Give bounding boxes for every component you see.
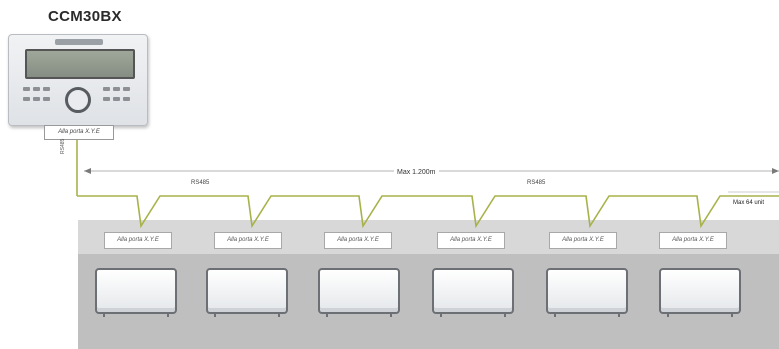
controller-port-label: Alla porta X.Y.E: [44, 125, 114, 140]
terminal-unit: [659, 268, 741, 317]
controller-dial-knob: [65, 87, 91, 113]
controller-model-title: CCM30BX: [48, 8, 122, 25]
controller-display: [25, 49, 135, 79]
controller-key: [43, 97, 50, 101]
controller-key: [43, 87, 50, 91]
terminal-unit: [95, 268, 177, 317]
unit-port-label: Alla porta X.Y.E: [324, 232, 392, 249]
controller-brand-mark: [55, 39, 103, 45]
controller-key: [123, 97, 130, 101]
controller-key: [103, 97, 110, 101]
terminal-unit: [206, 268, 288, 317]
dimension-arrow-right: [772, 168, 779, 174]
controller-key: [103, 87, 110, 91]
controller-key: [23, 97, 30, 101]
dimension-arrow-left: [84, 168, 91, 174]
controller-key: [113, 97, 120, 101]
controller-key: [113, 87, 120, 91]
max-length-label: Max 1.200m: [394, 169, 439, 176]
controller-device: [8, 34, 148, 126]
unit-port-label: Alla porta X.Y.E: [214, 232, 282, 249]
controller-key: [123, 87, 130, 91]
controller-key: [33, 97, 40, 101]
bus-segment-label: RS485: [527, 180, 546, 186]
bus-segment-label: RS485: [191, 180, 210, 186]
controller-key: [23, 87, 30, 91]
terminal-unit: [546, 268, 628, 317]
bus-vertical-label: RS485: [60, 138, 66, 154]
unit-port-label: Alla porta X.Y.E: [437, 232, 505, 249]
unit-port-label: Alla porta X.Y.E: [659, 232, 727, 249]
bus-line: [77, 195, 779, 229]
terminal-unit: [432, 268, 514, 317]
controller-key: [33, 87, 40, 91]
unit-port-label: Alla porta X.Y.E: [549, 232, 617, 249]
unit-port-label: Alla porta X.Y.E: [104, 232, 172, 249]
max-units-label: Max 64 unit: [733, 200, 765, 206]
terminal-unit: [318, 268, 400, 317]
